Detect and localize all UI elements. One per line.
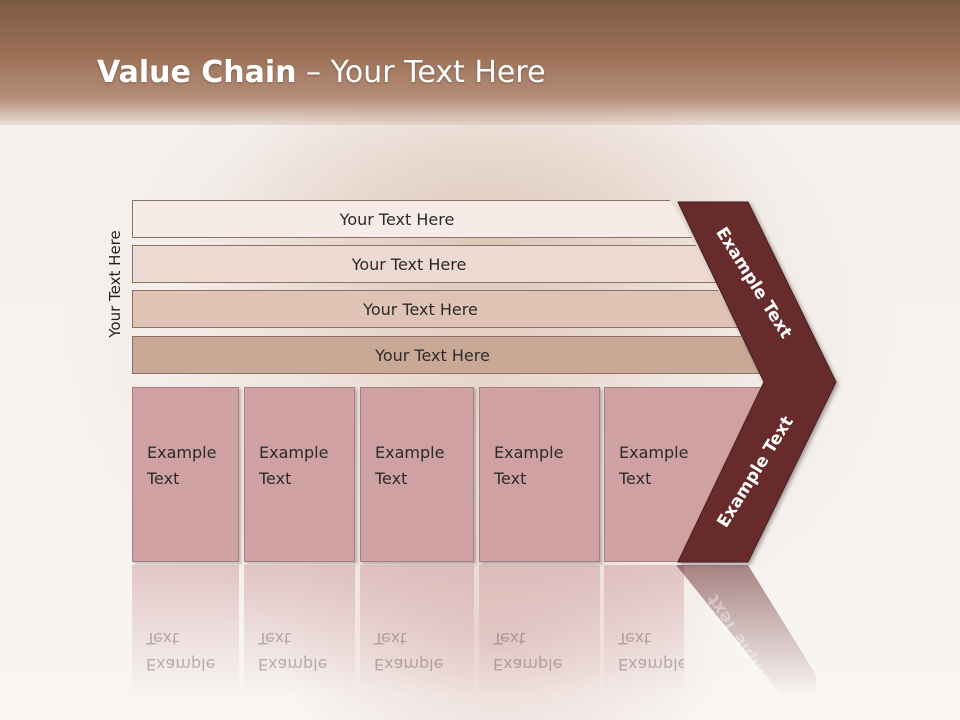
box-line1: Example [375, 443, 445, 462]
slide-title: Value Chain – Your Text Here [97, 55, 546, 95]
box-reflection-3: Example Text [360, 565, 474, 695]
stripe-3: Your Text Here [132, 290, 739, 328]
title-bold: Value Chain [97, 55, 297, 90]
stripe-4: Your Text Here [132, 336, 763, 374]
box-line1: Example [147, 443, 217, 462]
title-rest: – Your Text Here [296, 55, 546, 90]
side-label: Your Text Here [106, 230, 124, 338]
box-line2: Text [259, 469, 292, 488]
box-line1: Example [259, 443, 329, 462]
box-reflection-4: Example Text [479, 565, 600, 695]
refl-line1: Example [493, 655, 563, 674]
refl-line2: Text [618, 629, 651, 648]
margin-chevron [677, 201, 837, 563]
box-line2: Text [147, 469, 180, 488]
refl-line1: Example [374, 655, 444, 674]
refl-line2: Text [493, 629, 526, 648]
refl-line1: Example [618, 655, 684, 674]
title-banner [0, 0, 960, 125]
refl-line1: Example [258, 655, 328, 674]
box-line2: Text [619, 469, 652, 488]
box-reflection-1: Example Text [132, 565, 239, 695]
box-line2: Text [375, 469, 408, 488]
refl-line2: Text [258, 629, 291, 648]
refl-line1: Example [146, 655, 216, 674]
box-line1: Example [494, 443, 564, 462]
box-reflection-2: Example Text [244, 565, 355, 695]
stripe-2: Your Text Here [132, 245, 716, 283]
refl-line2: Text [374, 629, 407, 648]
box-reflection-5: Example Text [604, 565, 684, 695]
box-line1: Example [619, 443, 689, 462]
box-line2: Text [494, 469, 527, 488]
stripe-1: Your Text Here [132, 200, 692, 238]
refl-line2: Text [146, 629, 179, 648]
